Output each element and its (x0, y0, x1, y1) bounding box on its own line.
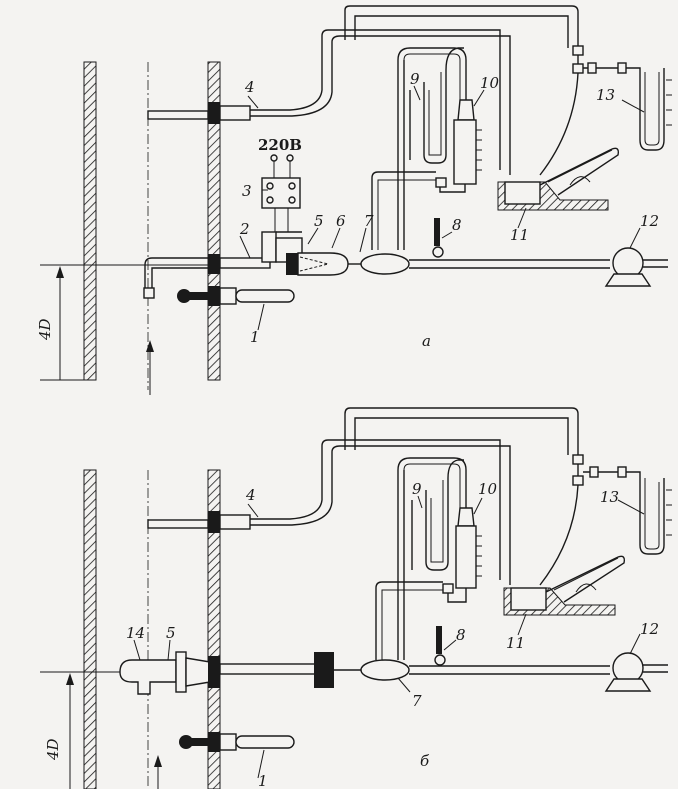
label-4: 4 (244, 78, 255, 96)
panel-b: 4D (40, 407, 672, 789)
filter-holder-5 (286, 253, 298, 275)
label-7-b: 7 (412, 692, 422, 710)
probe-4-flange (208, 102, 220, 124)
duct-right-wall-b (207, 469, 221, 789)
label-11: 11 (510, 226, 529, 244)
label-5: 5 (314, 212, 324, 230)
voltage-label: 220В (258, 136, 302, 154)
label-3: 3 (242, 182, 252, 200)
label-13-b: 13 (600, 488, 619, 506)
filter-cartridge-6 (297, 252, 349, 276)
label-14: 14 (126, 624, 145, 642)
duct-left-wall-b (83, 469, 97, 789)
dimension-label-4d-b: 4D (44, 738, 62, 761)
duct-left-wall (83, 61, 97, 381)
label-10: 10 (480, 74, 500, 92)
label-4-b: 4 (245, 486, 256, 504)
label-12: 12 (640, 212, 659, 230)
label-8: 8 (452, 216, 462, 234)
caption-b: б (420, 752, 430, 770)
rotameter-10-b (455, 525, 477, 589)
heater-3 (261, 177, 301, 209)
label-10-b: 10 (478, 480, 498, 498)
label-12-b: 12 (640, 620, 659, 638)
label-9: 9 (410, 70, 420, 88)
label-11-b: 11 (506, 634, 525, 652)
label-5-b: 5 (166, 624, 176, 642)
label-2: 2 (239, 220, 250, 238)
label-1: 1 (250, 328, 260, 346)
dimension-label-4d: 4D (36, 318, 54, 341)
filter-holder-5-b (175, 651, 187, 693)
thermometer-8-b (436, 626, 442, 654)
thermometer-8 (434, 218, 440, 246)
mixing-chamber-7 (360, 253, 410, 275)
probe-14 (119, 659, 177, 695)
thermometer-1-b (235, 735, 295, 749)
rotameter-10 (453, 119, 477, 185)
label-13: 13 (596, 86, 615, 104)
coupling-b (314, 652, 334, 688)
label-7: 7 (364, 212, 374, 230)
label-6: 6 (336, 212, 346, 230)
panel-a: 4D (36, 5, 672, 395)
thermometer-1 (235, 289, 295, 303)
label-9-b: 9 (412, 480, 422, 498)
label-8-b: 8 (456, 626, 466, 644)
label-1-b: 1 (258, 772, 268, 789)
caption-a: а (422, 332, 431, 350)
mixing-chamber-7-b (360, 659, 410, 681)
